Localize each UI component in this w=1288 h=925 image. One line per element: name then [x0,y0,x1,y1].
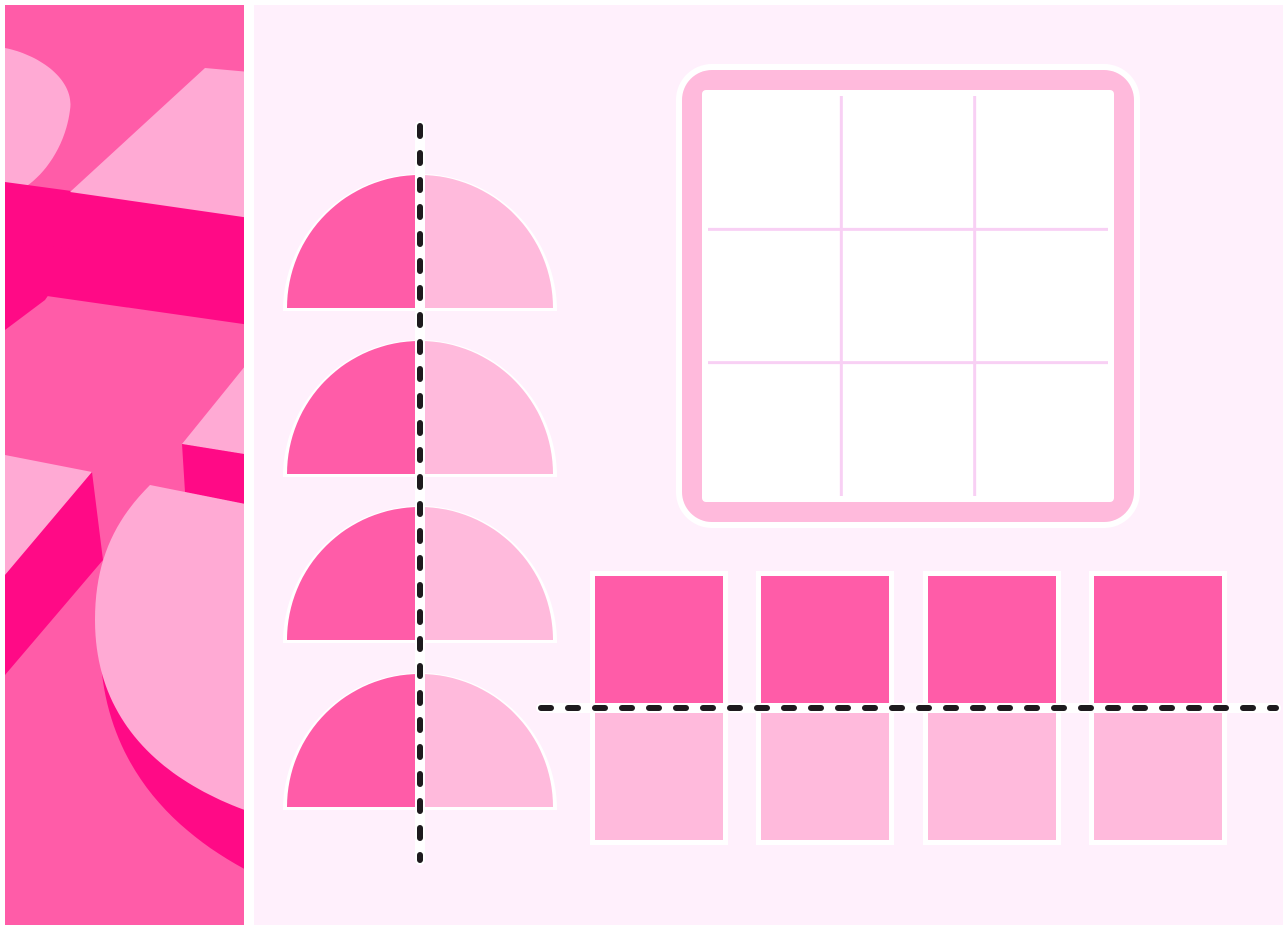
split-square-top-half[interactable] [1094,576,1222,708]
answer-grid [676,64,1140,528]
split-square-bottom-half[interactable] [761,708,889,840]
split-square-bottom-half[interactable] [928,708,1056,840]
split-square-bottom-half[interactable] [1094,708,1222,840]
split-square-top-half[interactable] [928,576,1056,708]
grid-inner-area[interactable] [702,90,1114,502]
split-square-top-half[interactable] [595,576,723,708]
gift-pattern-panel [5,5,250,925]
split-square-top-half[interactable] [761,576,889,708]
split-square-bottom-half[interactable] [595,708,723,840]
